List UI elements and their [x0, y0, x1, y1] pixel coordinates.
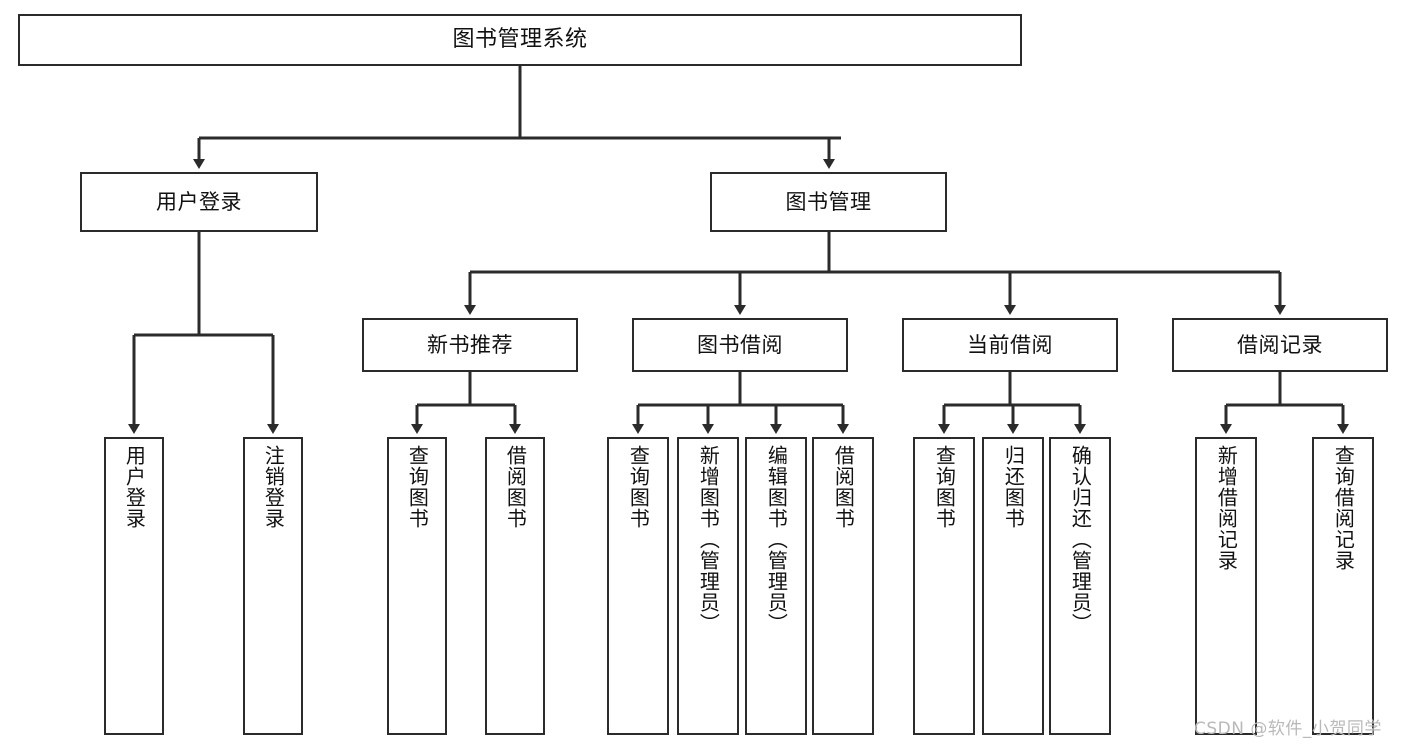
- leaf-query-borrow-record[interactable]: 查询借阅记录: [1312, 437, 1374, 735]
- leaf-confirm-return-admin[interactable]: 确认归还（管理员）: [1049, 437, 1111, 735]
- leaf-user-login[interactable]: 用户登录: [104, 437, 164, 735]
- leaf-query-book-recommend[interactable]: 查询图书: [387, 437, 447, 735]
- node-borrow-records[interactable]: 借阅记录: [1172, 318, 1388, 372]
- leaf-query-book[interactable]: 查询图书: [607, 437, 669, 735]
- leaf-add-book-admin-label: 新增图书（管理员）: [696, 445, 721, 634]
- leaf-query-book-current-label: 查询图书: [932, 445, 957, 529]
- leaf-borrow-book[interactable]: 借阅图书: [812, 437, 874, 735]
- leaf-query-book-current[interactable]: 查询图书: [913, 437, 975, 735]
- node-root-label: 图书管理系统: [452, 27, 588, 53]
- node-current-borrow-label: 当前借阅: [967, 332, 1053, 357]
- node-book-borrow-label: 图书借阅: [697, 332, 783, 357]
- leaf-add-borrow-record-label: 新增借阅记录: [1214, 445, 1239, 571]
- leaf-borrow-book-recommend[interactable]: 借阅图书: [485, 437, 545, 735]
- leaf-return-book[interactable]: 归还图书: [982, 437, 1044, 735]
- node-book-management-label: 图书管理: [785, 189, 872, 214]
- leaf-logout-label: 注销登录: [261, 445, 286, 529]
- node-user-login-label: 用户登录: [156, 189, 242, 214]
- node-borrow-records-label: 借阅记录: [1237, 332, 1323, 357]
- node-new-book-recommend[interactable]: 新书推荐: [362, 318, 578, 372]
- node-new-book-recommend-label: 新书推荐: [427, 332, 513, 357]
- leaf-user-login-label: 用户登录: [122, 445, 147, 529]
- leaf-return-book-label: 归还图书: [1001, 445, 1026, 529]
- leaf-borrow-book-label: 借阅图书: [831, 445, 856, 529]
- node-book-borrow[interactable]: 图书借阅: [632, 318, 848, 372]
- leaf-confirm-return-admin-label: 确认归还（管理员）: [1068, 445, 1093, 634]
- leaf-edit-book-admin[interactable]: 编辑图书（管理员）: [745, 437, 807, 735]
- leaf-query-borrow-record-label: 查询借阅记录: [1331, 445, 1356, 571]
- node-user-login[interactable]: 用户登录: [80, 172, 318, 232]
- node-book-management[interactable]: 图书管理: [710, 172, 947, 232]
- leaf-add-borrow-record[interactable]: 新增借阅记录: [1195, 437, 1257, 735]
- leaf-borrow-book-recommend-label: 借阅图书: [503, 445, 528, 529]
- leaf-query-book-recommend-label: 查询图书: [405, 445, 430, 529]
- node-current-borrow[interactable]: 当前借阅: [902, 318, 1118, 372]
- leaf-edit-book-admin-label: 编辑图书（管理员）: [764, 445, 789, 634]
- csdn-watermark: CSDN @软件_小贺同学: [1194, 719, 1382, 739]
- node-root[interactable]: 图书管理系统: [18, 14, 1022, 66]
- leaf-add-book-admin[interactable]: 新增图书（管理员）: [677, 437, 739, 735]
- leaf-logout[interactable]: 注销登录: [243, 437, 303, 735]
- leaf-query-book-label: 查询图书: [626, 445, 651, 529]
